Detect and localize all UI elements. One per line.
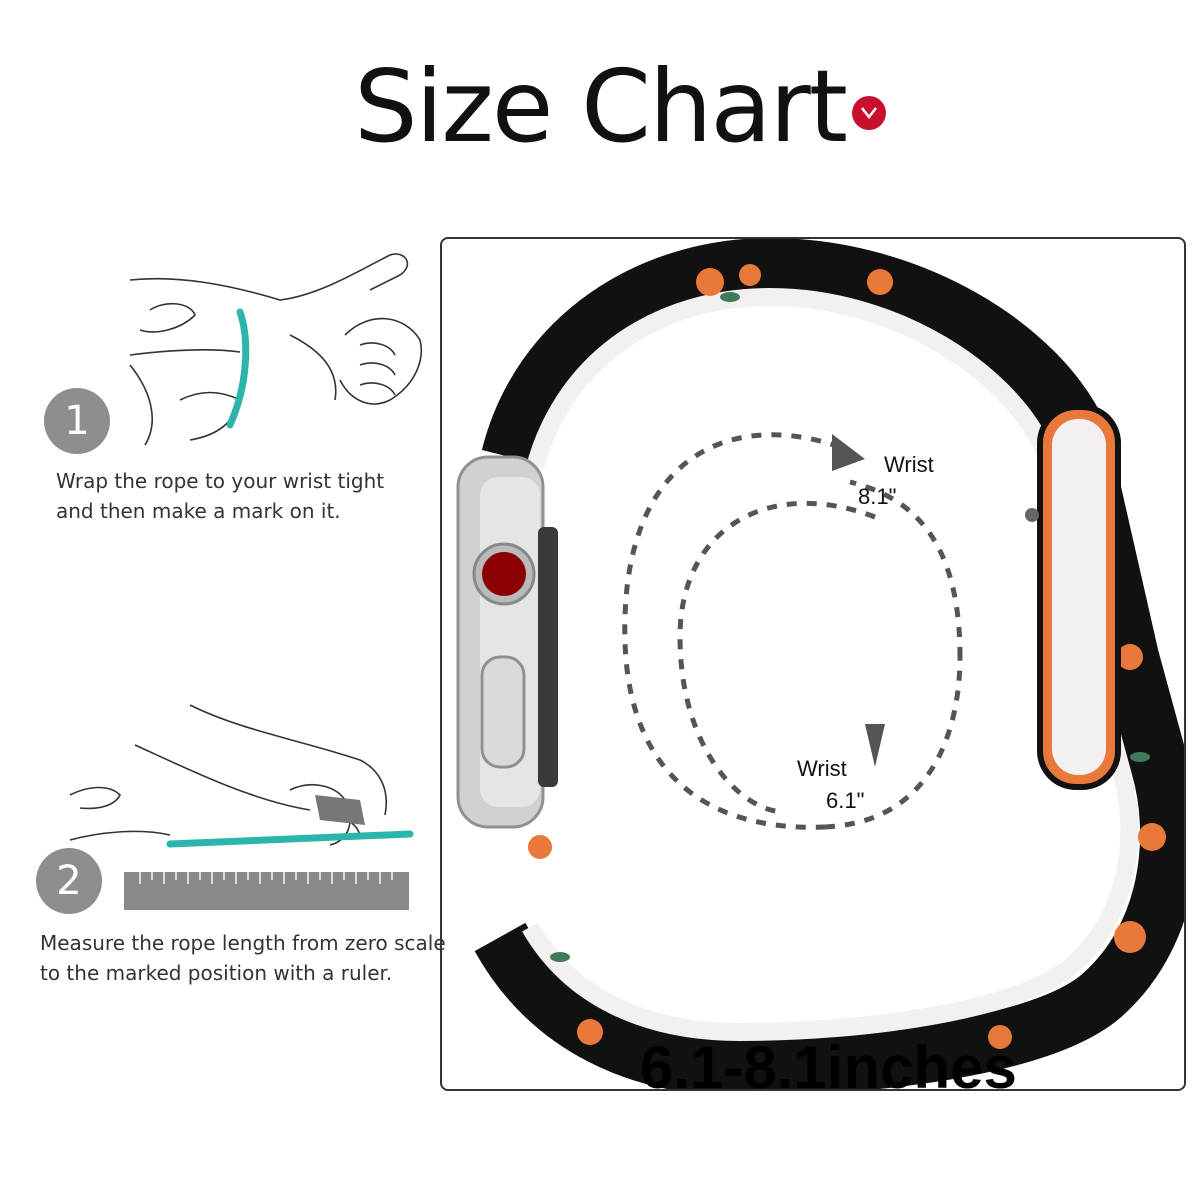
- ruler-measure-illustration: [69, 704, 414, 910]
- step-1-number: 1: [44, 388, 110, 454]
- step-2-line-1: Measure the rope length from zero scale: [40, 931, 446, 955]
- step-2-line-2: to the marked position with a ruler.: [40, 961, 393, 985]
- watch-band-illustration: [456, 239, 1184, 1089]
- wrist-wrap-illustration: [129, 253, 422, 446]
- inner-wrist-label: Wrist: [797, 756, 847, 781]
- step-1-line-1: Wrap the rope to your wrist tight: [56, 469, 385, 493]
- step-1-line-2: and then make a mark on it.: [56, 499, 341, 523]
- step-2-instructions: Measure the rope length from zero scale …: [40, 928, 446, 988]
- band-diagram-frame: [440, 237, 1186, 1091]
- page-title: Size Chart: [0, 48, 1200, 165]
- inner-wrist-value: 6.1": [826, 788, 865, 813]
- title-text: Size Chart: [354, 48, 848, 165]
- outer-wrist-label: Wrist: [884, 452, 934, 477]
- size-range: 6.1-8.1inches: [640, 1034, 1017, 1101]
- step-2-number: 2: [36, 848, 102, 914]
- chevron-down-icon: [852, 96, 886, 130]
- outer-wrist-value: 8.1": [858, 484, 897, 509]
- step-1-instructions: Wrap the rope to your wrist tight and th…: [56, 466, 384, 526]
